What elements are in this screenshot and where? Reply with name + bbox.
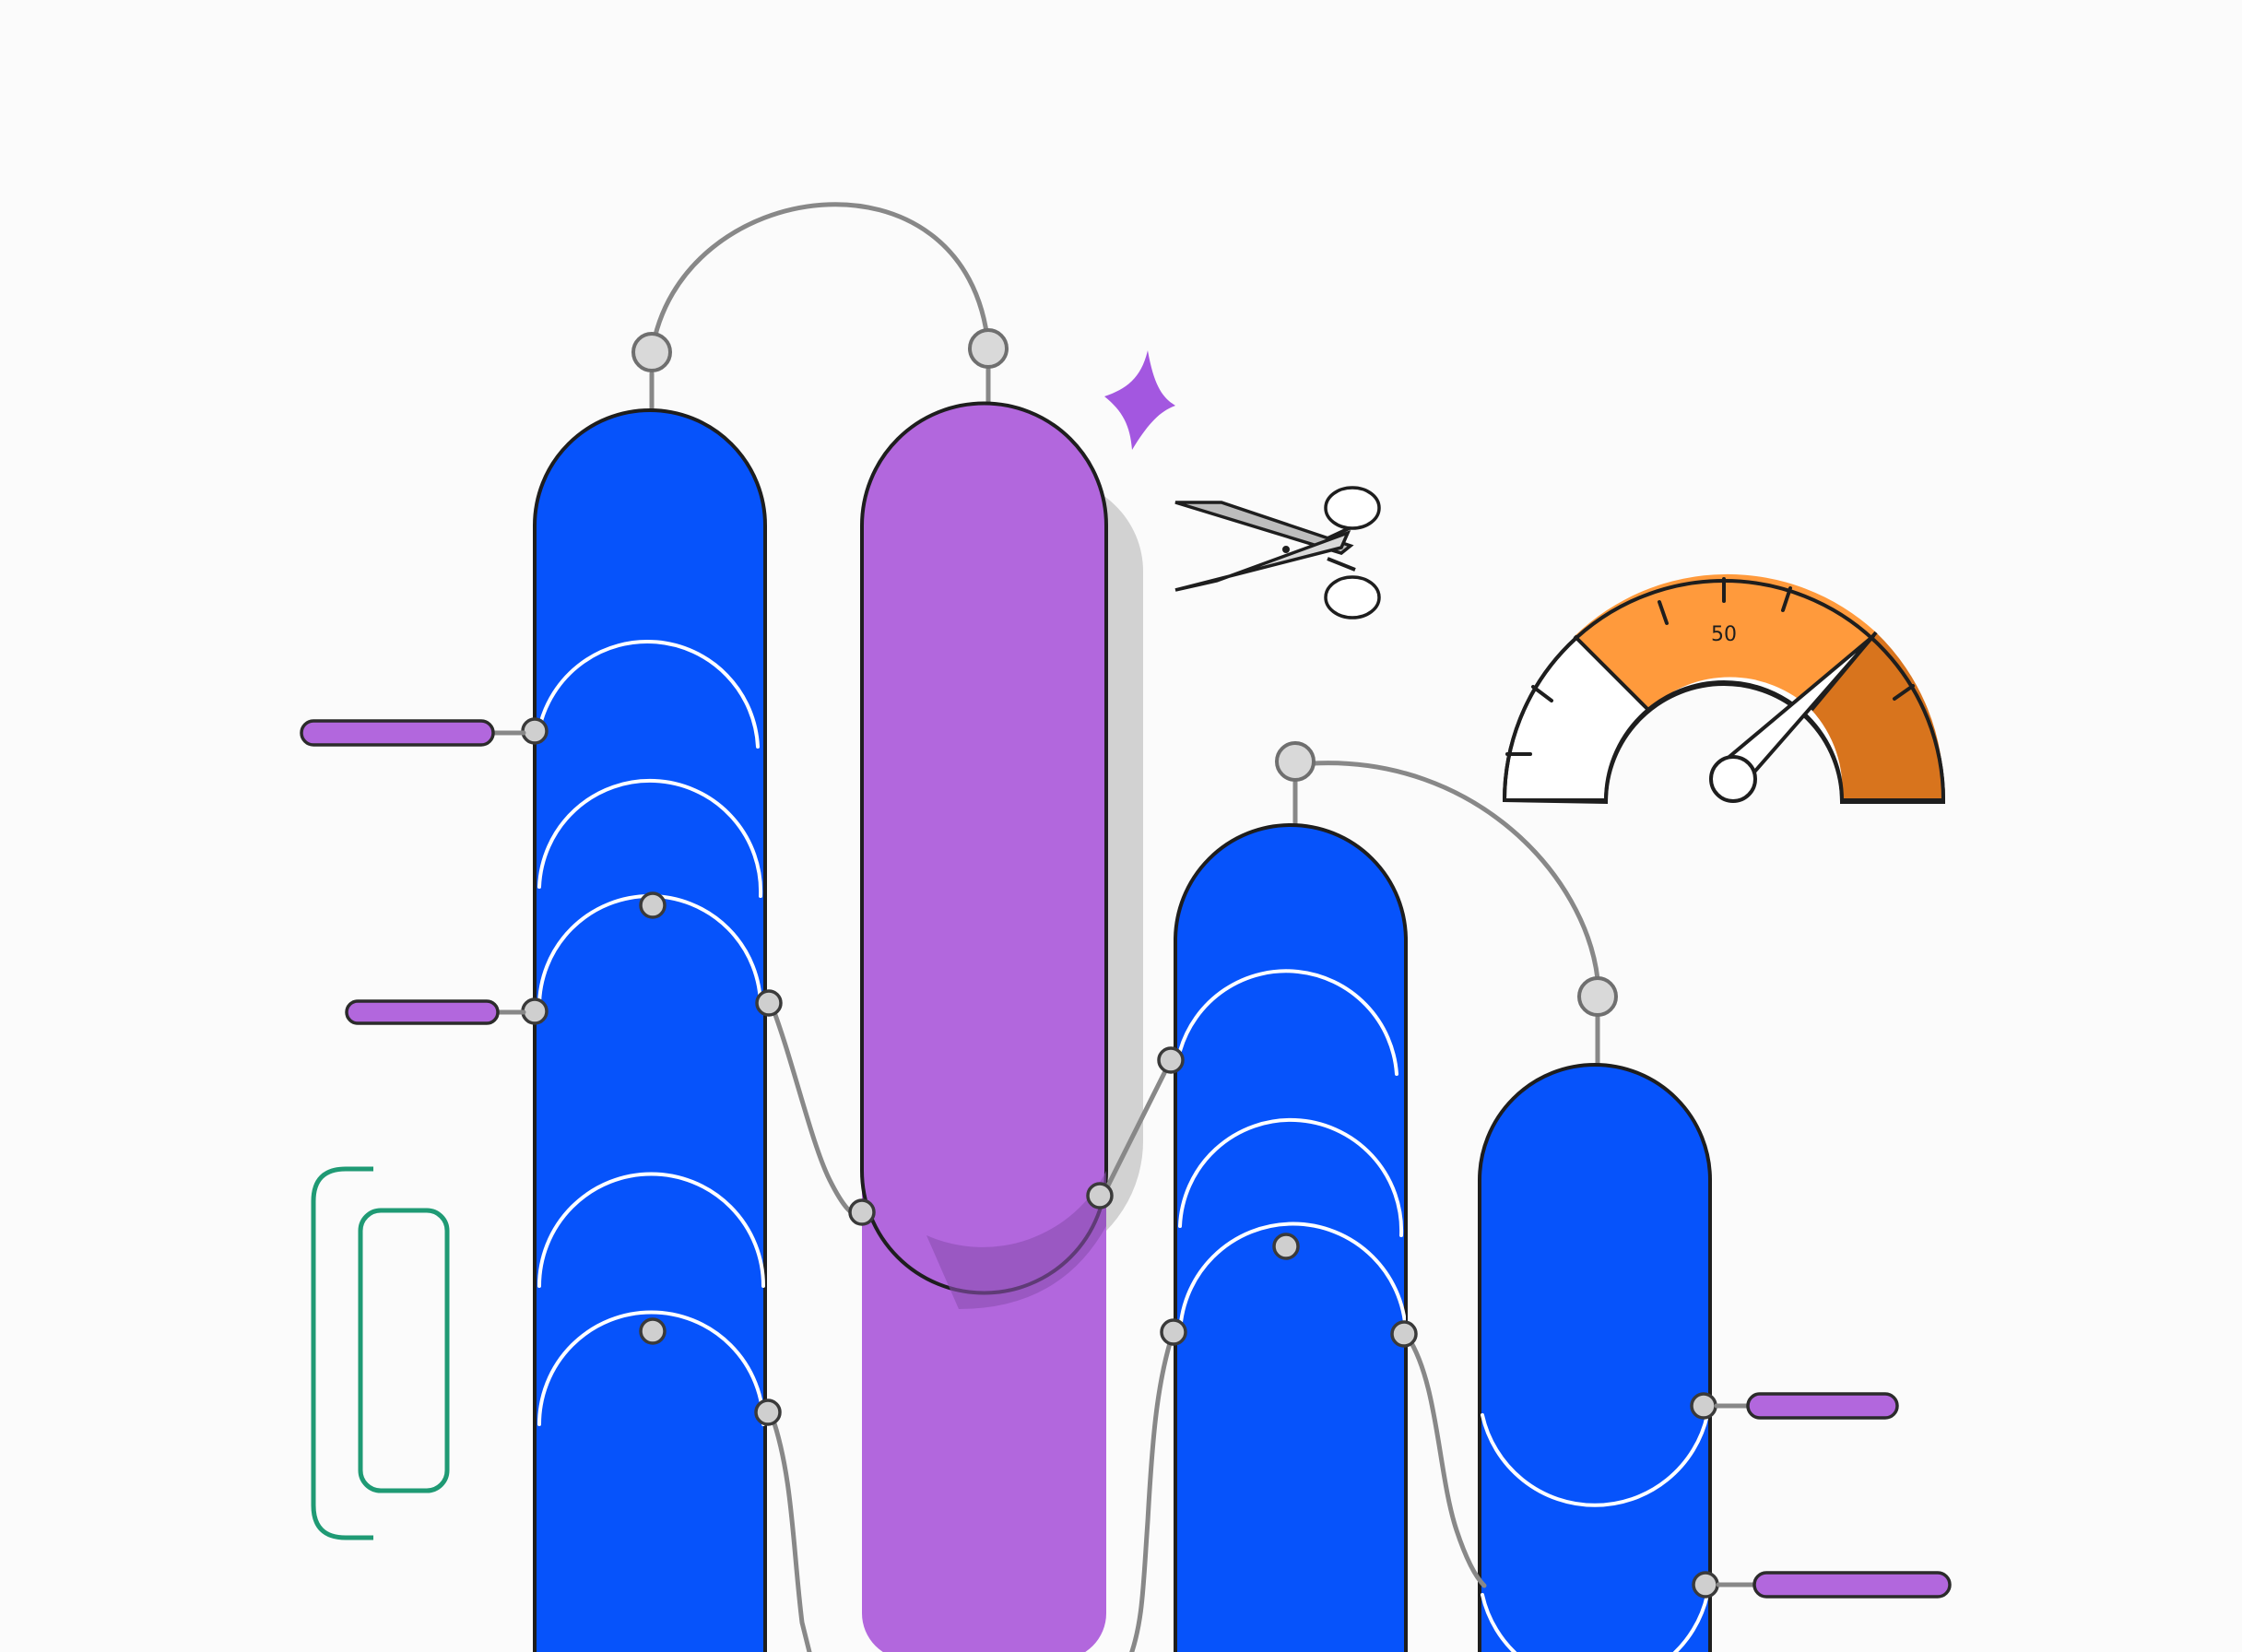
gauge-label: 50 [1711, 623, 1737, 646]
wave-connectors [769, 1002, 1487, 1652]
blue-column-4 [1478, 1063, 1712, 1652]
purple-tabs [300, 719, 1952, 1599]
scissors-icon [1174, 486, 1381, 620]
bracket-icon [311, 1166, 450, 1540]
blue-column-1 [533, 408, 767, 1652]
connector-nodes [521, 717, 1719, 1599]
gauge-icon: 50 [1502, 573, 1946, 805]
sparkle-icon [1104, 350, 1175, 450]
purple-capsule [860, 401, 1144, 1652]
top-connector [631, 202, 1009, 419]
right-connector [1275, 741, 1618, 1072]
